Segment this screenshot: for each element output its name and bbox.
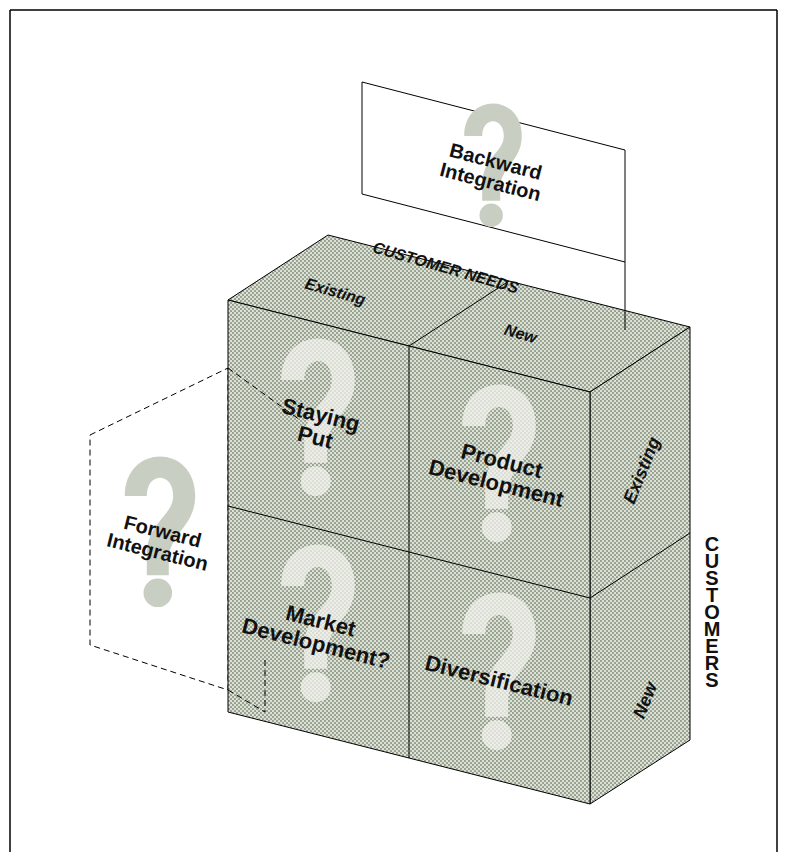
frame-line xyxy=(776,10,778,852)
dashed-face xyxy=(90,368,228,690)
axis-title: CUSTOMERS xyxy=(701,536,723,689)
right-face xyxy=(590,327,690,804)
frame-line xyxy=(9,10,11,852)
edge-line xyxy=(625,262,626,330)
front-face xyxy=(228,300,590,804)
dashed-line xyxy=(228,690,265,712)
cell-divider xyxy=(590,533,690,598)
dashed-line xyxy=(265,660,266,712)
outlined-face xyxy=(362,82,625,262)
frame-line xyxy=(10,9,777,11)
